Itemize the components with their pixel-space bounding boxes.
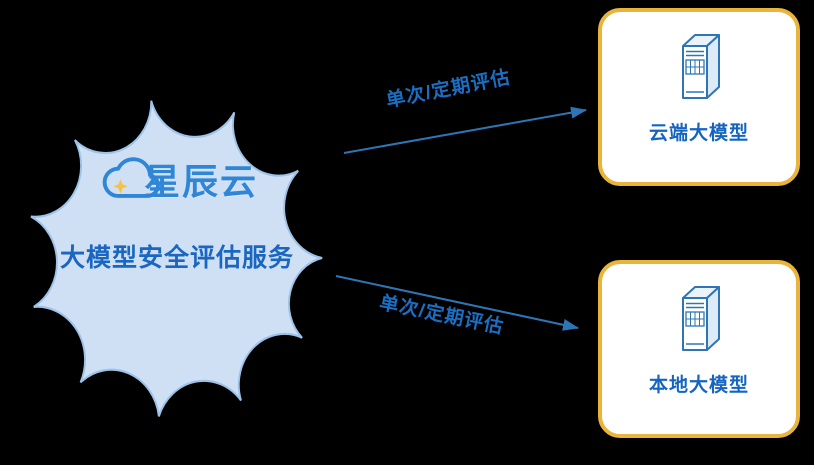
arrow-label-top: 单次/定期评估 — [384, 67, 513, 112]
node-cloud-model-label: 云端大模型 — [648, 123, 749, 144]
brand-logo: 星辰云 — [8, 148, 346, 210]
cloud-service-label: 大模型安全评估服务 — [59, 244, 294, 272]
star-sparkle-icon — [113, 179, 128, 194]
arrow-label-bottom: 单次/定期评估 — [377, 292, 506, 339]
server-tower-icon — [682, 286, 720, 351]
node-cloud-model: 云端大模型 — [598, 8, 800, 186]
arrow-top — [343, 106, 587, 154]
cloud-service-shape: 星辰云 大模型安全评估服务 — [8, 72, 346, 444]
node-local-model-label: 本地大模型 — [648, 375, 749, 396]
server-tower-icon — [682, 34, 720, 99]
cloud-logo-icon — [102, 157, 160, 198]
node-local-model: 本地大模型 — [598, 260, 800, 438]
brand-logo-text: 星辰云 — [143, 161, 258, 202]
